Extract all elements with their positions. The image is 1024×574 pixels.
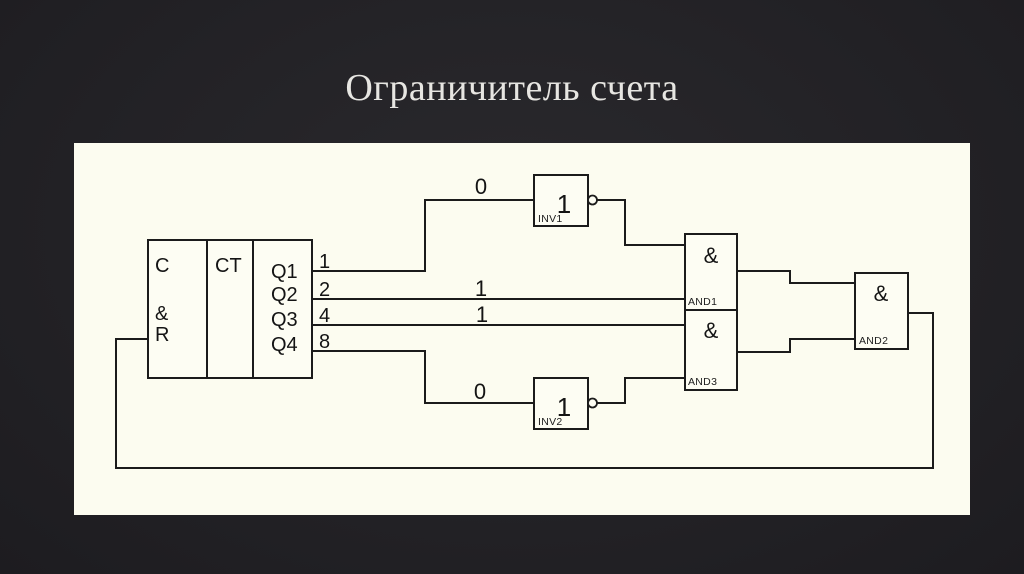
and1-gate <box>684 233 738 311</box>
inv2-name: INV2 <box>538 416 563 428</box>
wire-and1-to-and2 <box>737 270 855 284</box>
and1-name: AND1 <box>688 296 717 308</box>
q4-weight-label: 8 <box>319 331 330 353</box>
slide-title: Ограничитель счета <box>345 67 679 109</box>
counter-output-q4-label: Q4 <box>271 334 298 356</box>
counter-output-q1-label: Q1 <box>271 261 298 283</box>
and3-symbol: & <box>704 318 719 343</box>
inv2-gate <box>533 377 589 430</box>
wire-q1-to-inv1 <box>312 199 534 272</box>
wire-inv1-to-and1 <box>596 199 685 246</box>
wire-and3-to-and2 <box>737 338 855 353</box>
q1-weight-label: 1 <box>319 251 330 273</box>
counter-reset-input-label: R <box>155 324 169 346</box>
counter-output-q2-label: Q2 <box>271 284 298 306</box>
and2-symbol: & <box>874 281 889 306</box>
counter-reset-amp-label: & <box>155 303 169 325</box>
and1-symbol: & <box>704 243 719 268</box>
counter-clock-input-label: C <box>155 255 169 277</box>
inv1-inversion-bubble <box>587 194 598 206</box>
and3-name: AND3 <box>688 376 717 388</box>
q2-line-value: 1 <box>475 276 487 301</box>
inv2-symbol: 1 <box>557 392 571 422</box>
and3-gate <box>684 309 738 391</box>
inv1-name: INV1 <box>538 213 563 225</box>
and2-name: AND2 <box>859 335 888 347</box>
q2-weight-label: 2 <box>319 279 330 301</box>
inv1-symbol: 1 <box>557 189 571 219</box>
wire-feedback-to-reset <box>115 312 934 469</box>
counter-output-q3-label: Q3 <box>271 309 298 331</box>
and2-gate <box>854 272 909 350</box>
circuit-diagram: C & R CT Q1 Q2 Q3 Q4 1 2 4 8 0 1 1 0 1 I… <box>115 174 934 469</box>
inv2-input-value: 0 <box>474 379 486 404</box>
inv2-inversion-bubble <box>587 397 598 409</box>
counter-block <box>147 239 313 379</box>
counter-type-label: CT <box>215 255 242 277</box>
q3-weight-label: 4 <box>319 305 330 327</box>
wire-q4-to-inv2 <box>312 350 534 404</box>
q3-line-value: 1 <box>476 302 488 327</box>
inv1-input-value: 0 <box>475 174 487 199</box>
circuit-panel: C & R CT Q1 Q2 Q3 Q4 1 2 4 8 0 1 1 0 1 I… <box>74 143 970 515</box>
wire-inv2-to-and3 <box>596 377 685 404</box>
